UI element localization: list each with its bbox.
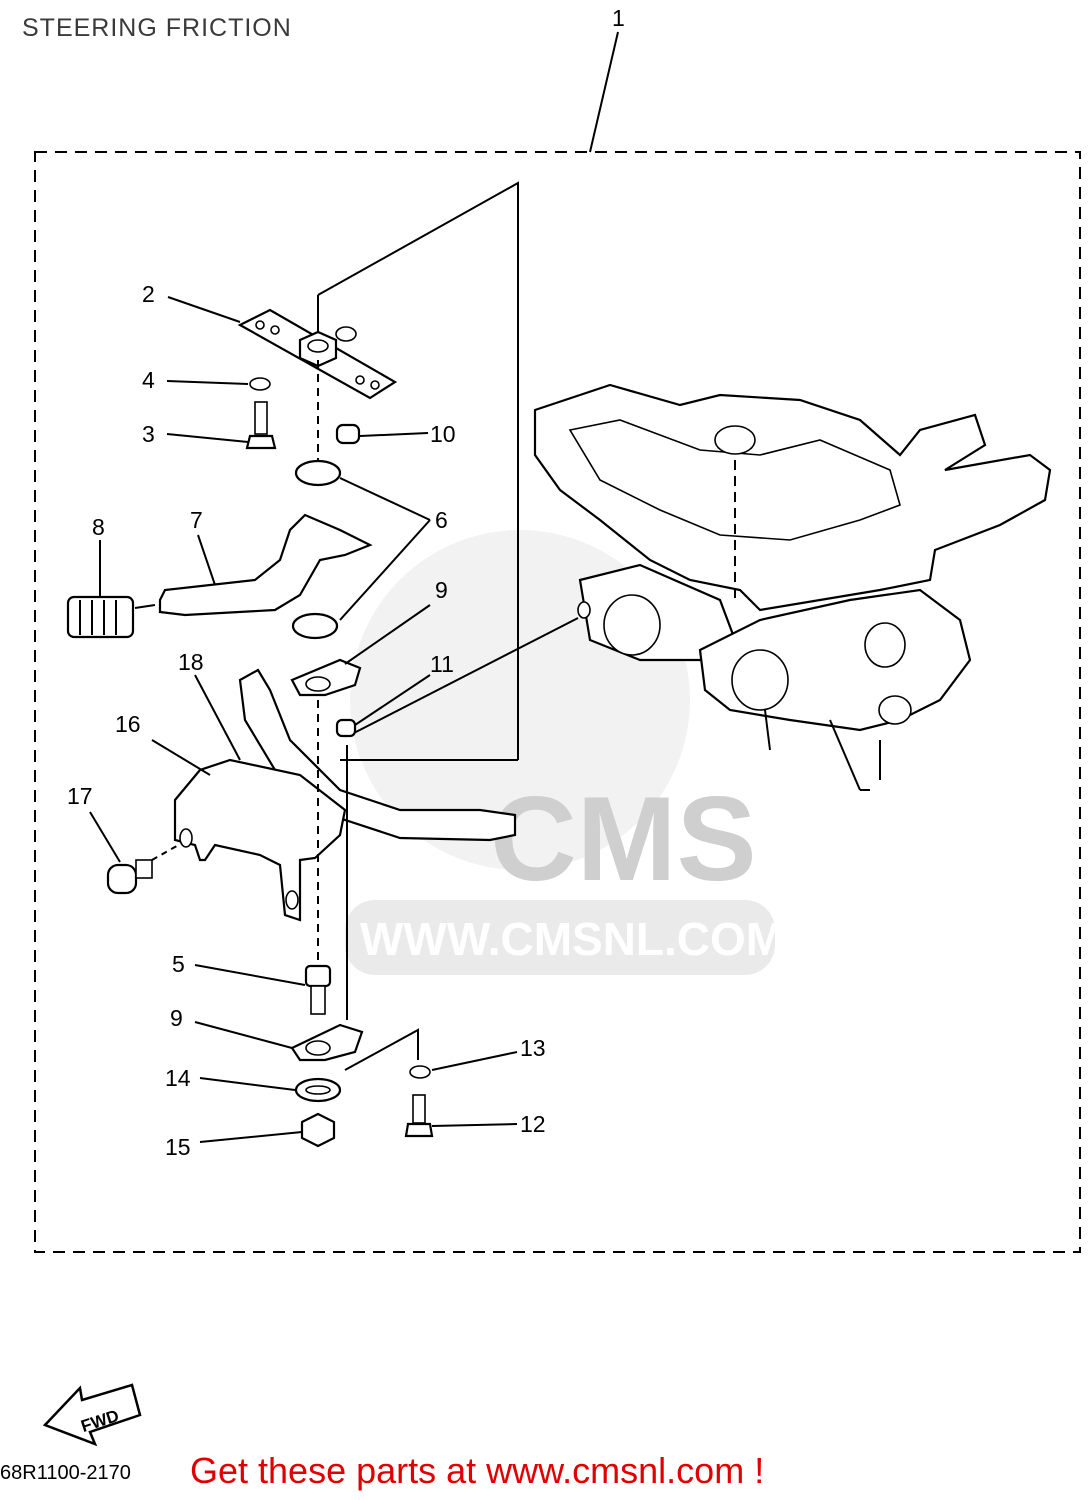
promo-link[interactable]: Get these parts at www.cmsnl.com ! [190, 1450, 765, 1491]
callout-8: 8 [92, 514, 105, 540]
part-8-grip [66, 595, 156, 639]
callout-17: 17 [67, 783, 93, 809]
callout-5: 5 [172, 951, 185, 977]
callout-18: 18 [178, 649, 204, 675]
callout-1: 1 [612, 5, 625, 31]
assembly-boundary [34, 151, 1081, 1253]
callout-16: 16 [115, 711, 141, 737]
part-12-bolt [404, 1094, 434, 1138]
page-title: STEERING FRICTION [22, 14, 292, 42]
callout-12: 12 [520, 1111, 546, 1137]
callout-13: 13 [520, 1035, 546, 1061]
part-17-bolt [106, 842, 183, 895]
part-6-washer-lower [291, 612, 339, 640]
callout-3: 3 [142, 421, 155, 447]
watermark-url: WWW.CMSNL.COM [360, 913, 784, 965]
diagram-code: 68R1100-2170 [0, 1462, 131, 1484]
callout-4: 4 [142, 367, 155, 393]
part-2-friction-plate [237, 308, 398, 400]
swivel-bracket [533, 383, 1052, 791]
part-11-collar [335, 718, 357, 738]
part-7-friction-lever [158, 513, 373, 617]
part-3-bolt [245, 401, 277, 450]
part-5-bolt [304, 964, 332, 1015]
part-13-washer [409, 1065, 431, 1079]
part-10-collar [335, 423, 361, 445]
part-15-nut [300, 1112, 336, 1148]
part-16-bracket [173, 758, 347, 922]
watermark-brand: CMS [490, 772, 757, 906]
callout-15: 15 [165, 1134, 191, 1160]
callout-6: 6 [435, 507, 448, 533]
part-4-washer [249, 377, 271, 391]
callout-9-lower: 9 [170, 1005, 183, 1031]
callout-7: 7 [190, 507, 203, 533]
callout-11: 11 [430, 651, 454, 677]
part-6-washer-upper [294, 459, 342, 487]
callout-10: 10 [430, 421, 456, 447]
fwd-arrow-icon: FWD [42, 1383, 142, 1447]
watermark: CMS WWW.CMSNL.COM [345, 530, 784, 975]
callout-9-upper: 9 [435, 577, 448, 603]
callout-2: 2 [142, 281, 155, 307]
callout-14: 14 [165, 1065, 191, 1091]
